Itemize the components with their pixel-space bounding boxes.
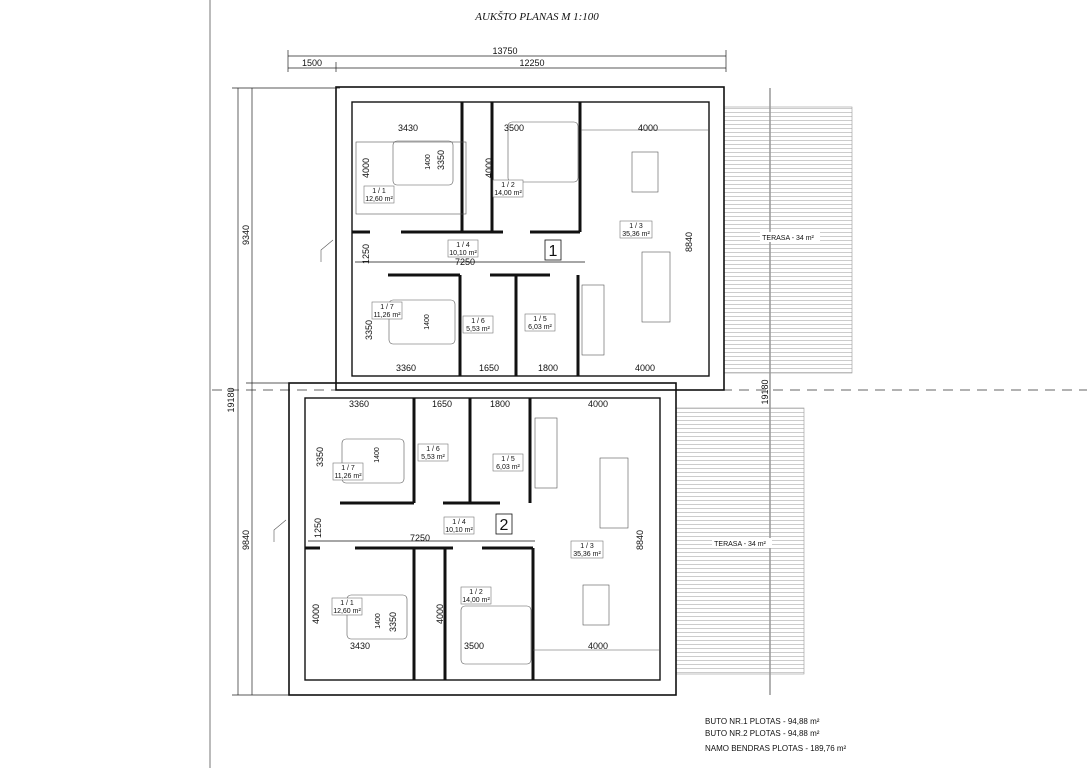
room-label: 1 / 410,10 m²	[447, 239, 479, 258]
svg-text:1400: 1400	[424, 314, 431, 330]
svg-text:4000: 4000	[638, 123, 658, 133]
svg-text:3350: 3350	[436, 150, 446, 170]
svg-text:4000: 4000	[588, 641, 608, 651]
svg-text:3360: 3360	[349, 399, 369, 409]
room-label: 1 / 112,60 m²	[363, 185, 395, 204]
svg-text:1 / 7: 1 / 7	[380, 304, 394, 311]
svg-text:1 / 7: 1 / 7	[341, 465, 355, 472]
dim-total-width: 13750	[492, 46, 517, 56]
unit-2-area-summary: BUTO NR.2 PLOTAS - 94,88 m²	[705, 729, 820, 738]
svg-text:10,10 m²: 10,10 m²	[449, 250, 477, 257]
room-label: 1 / 112,60 m²	[331, 597, 363, 616]
svg-text:1 / 6: 1 / 6	[471, 318, 485, 325]
svg-text:6,03 m²: 6,03 m²	[528, 324, 552, 331]
total-area-summary: NAMO BENDRAS PLOTAS - 189,76 m²	[705, 744, 847, 753]
svg-text:3500: 3500	[504, 123, 524, 133]
svg-text:1 / 5: 1 / 5	[501, 456, 515, 463]
dim-offset: 1500	[302, 58, 322, 68]
svg-text:4000: 4000	[588, 399, 608, 409]
svg-text:3500: 3500	[464, 641, 484, 651]
svg-text:3430: 3430	[350, 641, 370, 651]
svg-text:1400: 1400	[374, 447, 381, 463]
svg-text:11,26 m²: 11,26 m²	[373, 312, 401, 319]
svg-text:4000: 4000	[435, 604, 445, 624]
svg-text:4000: 4000	[484, 158, 494, 178]
svg-text:10,10 m²: 10,10 m²	[445, 527, 473, 534]
room-label: 1 / 335,36 m²	[619, 220, 653, 239]
svg-text:4000: 4000	[361, 158, 371, 178]
unit-2-number: 2	[500, 517, 509, 534]
room-label: 1 / 65,53 m²	[462, 315, 494, 334]
svg-text:12,60 m²: 12,60 m²	[365, 196, 393, 203]
svg-text:3350: 3350	[315, 447, 325, 467]
svg-text:8840: 8840	[635, 530, 645, 550]
svg-text:3360: 3360	[396, 363, 416, 373]
room-label: 1 / 711,26 m²	[332, 462, 364, 481]
unit-1-area-summary: BUTO NR.1 PLOTAS - 94,88 m²	[705, 717, 820, 726]
room-label: 1 / 65,53 m²	[417, 443, 449, 462]
dim-main-width: 12250	[519, 58, 544, 68]
svg-text:35,36 m²: 35,36 m²	[622, 231, 650, 238]
svg-text:11,26 m²: 11,26 m²	[334, 473, 362, 480]
room-label: 1 / 56,03 m²	[492, 453, 524, 472]
unit-1-rooms: 1 / 112,60 m² 1 / 214,00 m² 1 / 335,36 m…	[363, 179, 653, 334]
svg-text:1 / 6: 1 / 6	[426, 446, 440, 453]
svg-text:1650: 1650	[432, 399, 452, 409]
svg-text:5,53 m²: 5,53 m²	[421, 454, 445, 461]
svg-text:3350: 3350	[388, 612, 398, 632]
svg-text:7250: 7250	[455, 257, 475, 267]
svg-text:1 / 4: 1 / 4	[456, 242, 470, 249]
svg-text:14,00 m²: 14,00 m²	[462, 597, 490, 604]
svg-text:1 / 2: 1 / 2	[469, 589, 483, 596]
svg-text:1400: 1400	[375, 613, 382, 629]
unit-2-walls	[273, 382, 677, 696]
svg-text:1400: 1400	[425, 154, 432, 170]
svg-text:1 / 3: 1 / 3	[580, 543, 594, 550]
top-dimensions	[287, 50, 727, 72]
svg-text:1 / 1: 1 / 1	[372, 188, 386, 195]
unit-1-walls	[320, 86, 725, 391]
dim-total-height-right: 19180	[760, 379, 770, 404]
dim-total-height-left: 19180	[226, 387, 236, 412]
dim-unit1-height: 9340	[241, 225, 251, 245]
room-label: 1 / 410,10 m²	[443, 516, 475, 535]
svg-text:4000: 4000	[311, 604, 321, 624]
room-label: 1 / 214,00 m²	[460, 586, 492, 605]
svg-text:1250: 1250	[313, 518, 323, 538]
svg-text:1 / 2: 1 / 2	[501, 182, 515, 189]
svg-text:8840: 8840	[684, 232, 694, 252]
svg-text:3350: 3350	[364, 320, 374, 340]
room-label: 1 / 711,26 m²	[371, 301, 403, 320]
unit-2-dimensions: 3360 1650 1800 4000 3350 1250 7250 8840 …	[311, 399, 645, 651]
dim-unit2-height: 9840	[241, 530, 251, 550]
svg-text:3430: 3430	[398, 123, 418, 133]
svg-text:1 / 1: 1 / 1	[340, 600, 354, 607]
svg-text:1 / 5: 1 / 5	[533, 316, 547, 323]
terrace-1-label: TERASA - 34 m²	[762, 235, 814, 242]
unit-1-dimensions: 3430 3500 4000 4000 3350 4000 8840 1250 …	[361, 123, 694, 373]
room-label: 1 / 335,36 m²	[570, 540, 604, 559]
svg-text:1800: 1800	[538, 363, 558, 373]
svg-text:1250: 1250	[361, 244, 371, 264]
svg-text:6,03 m²: 6,03 m²	[496, 464, 520, 471]
svg-text:12,60 m²: 12,60 m²	[333, 608, 361, 615]
room-label: 1 / 214,00 m²	[492, 179, 524, 198]
unit-1-number: 1	[549, 243, 558, 260]
svg-text:35,36 m²: 35,36 m²	[573, 551, 601, 558]
svg-text:7250: 7250	[410, 533, 430, 543]
svg-text:14,00 m²: 14,00 m²	[494, 190, 522, 197]
terrace-2-label: TERASA - 34 m²	[714, 541, 766, 548]
svg-text:5,53 m²: 5,53 m²	[466, 326, 490, 333]
svg-text:1 / 3: 1 / 3	[629, 223, 643, 230]
svg-text:1650: 1650	[479, 363, 499, 373]
room-label: 1 / 56,03 m²	[524, 313, 556, 332]
svg-text:1 / 4: 1 / 4	[452, 519, 466, 526]
plan-title: AUKŠTO PLANAS M 1:100	[474, 11, 599, 23]
unit-2-rooms: 1 / 112,60 m² 1 / 214,00 m² 1 / 335,36 m…	[331, 443, 604, 616]
svg-text:4000: 4000	[635, 363, 655, 373]
svg-text:1800: 1800	[490, 399, 510, 409]
